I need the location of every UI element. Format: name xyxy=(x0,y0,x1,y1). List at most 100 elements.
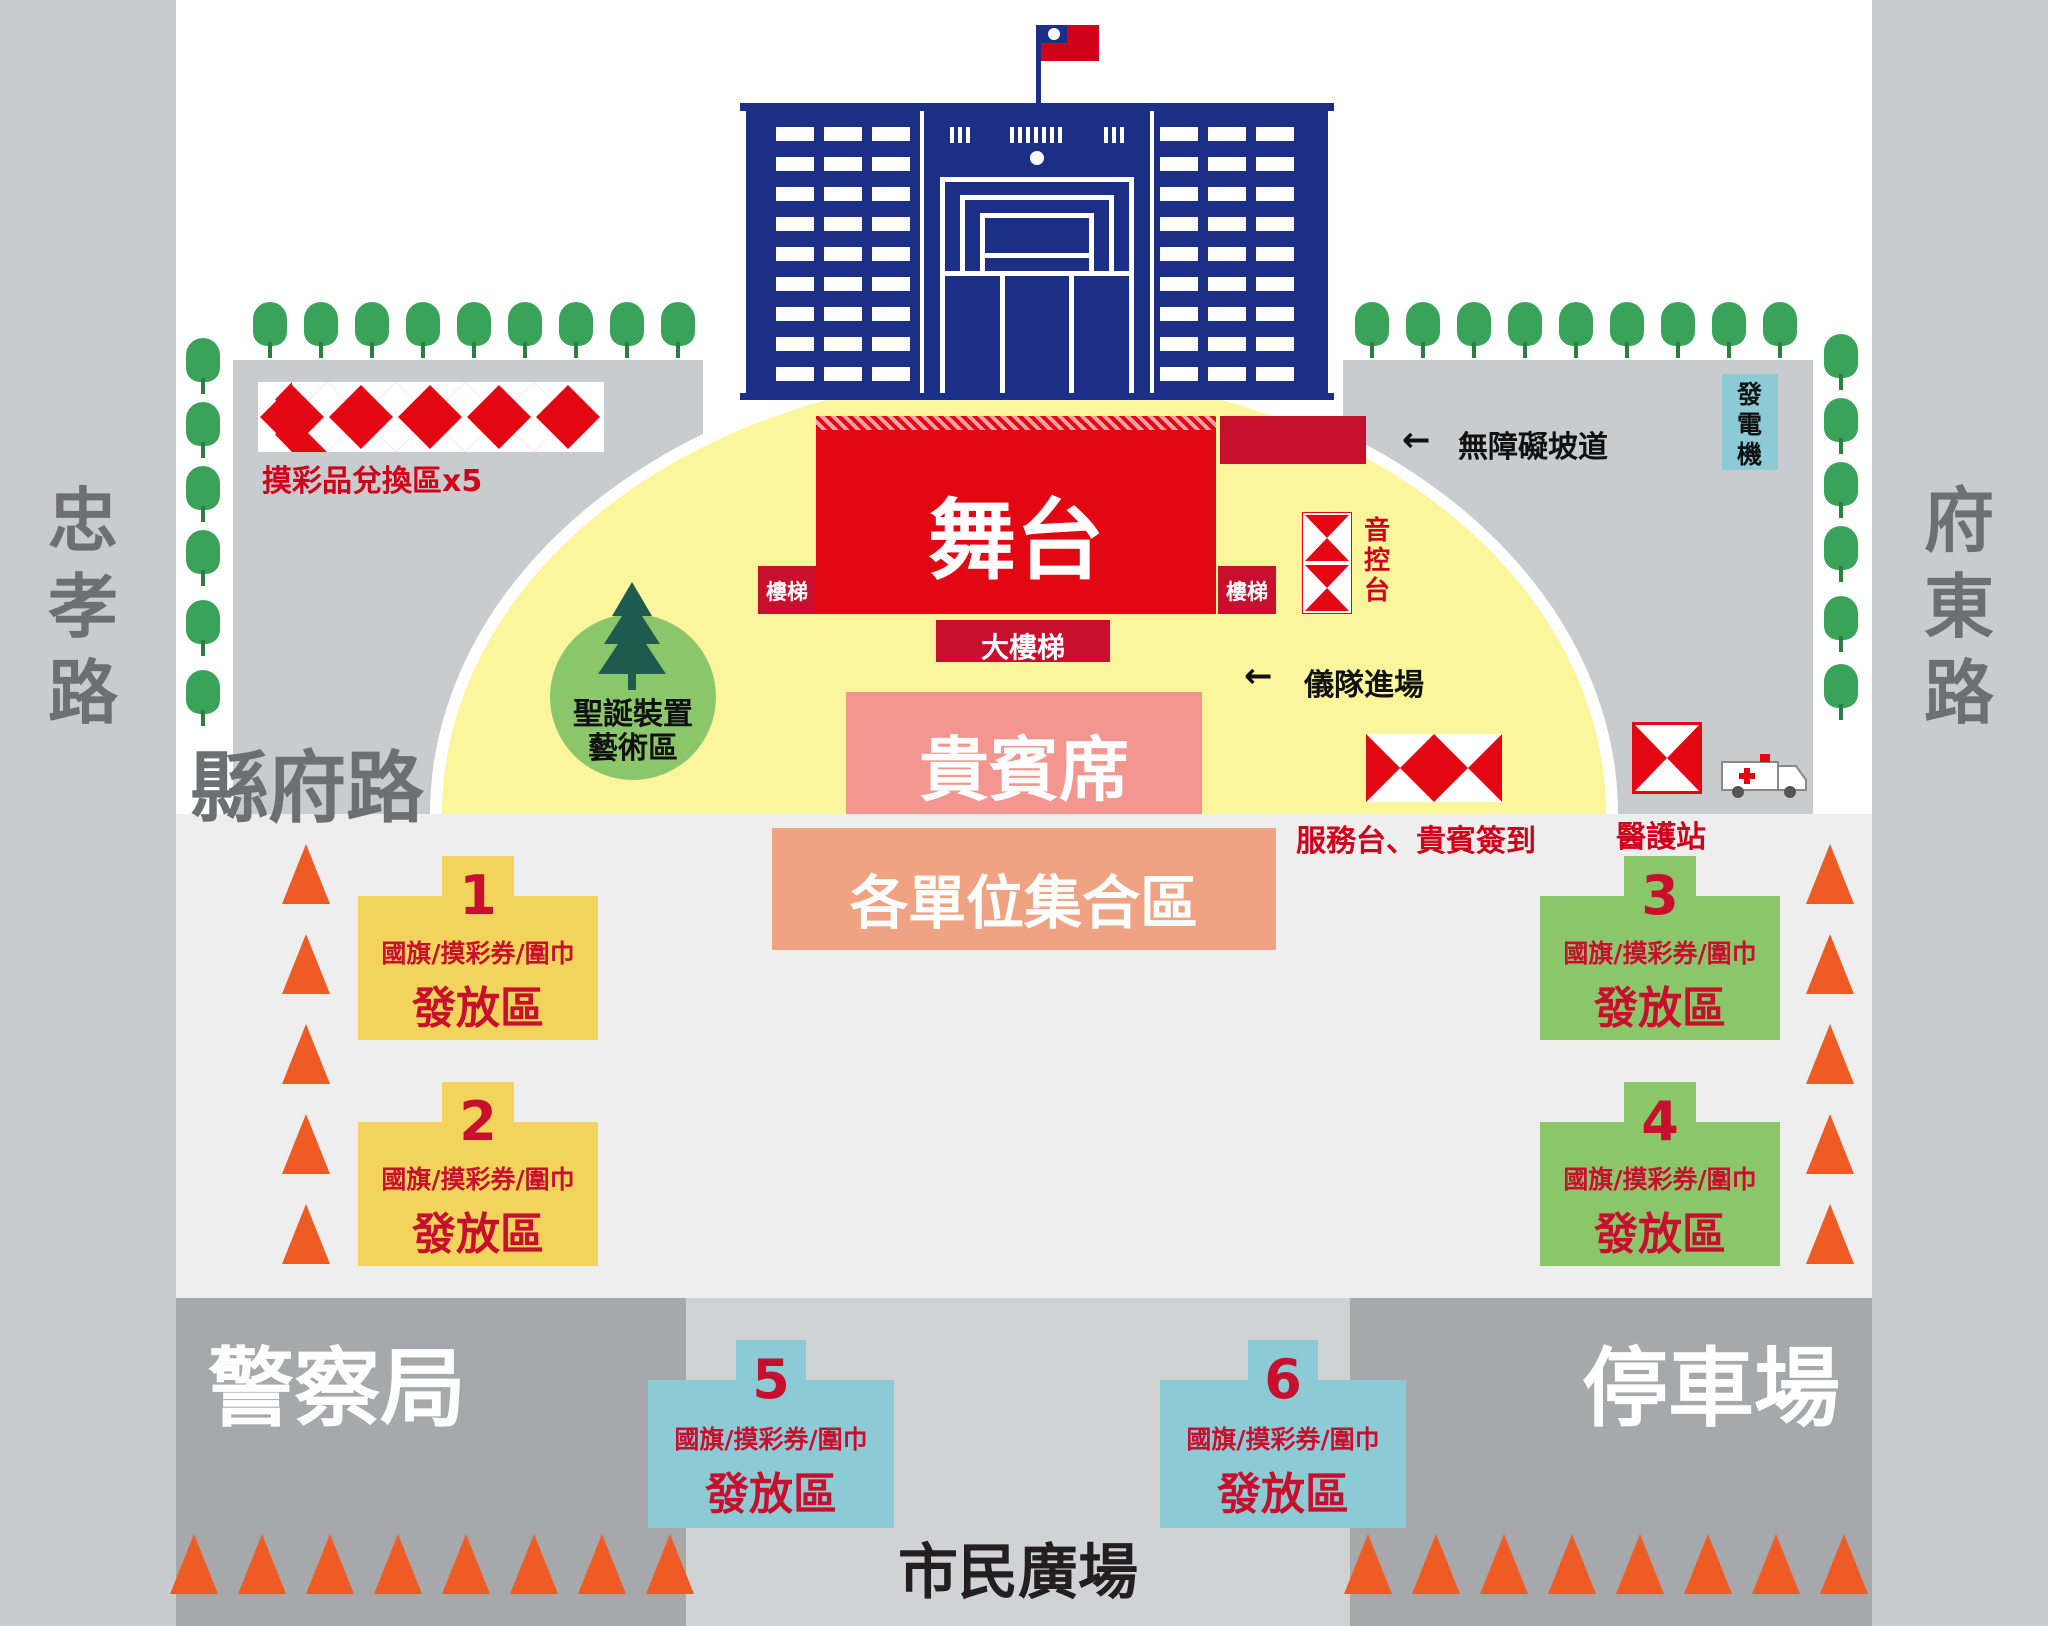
tree-icon xyxy=(186,338,220,394)
traffic-cone-icon xyxy=(1806,1114,1854,1174)
tree-icon xyxy=(1712,302,1746,358)
traffic-cone-icon xyxy=(170,1534,218,1594)
tree-icon xyxy=(1824,664,1858,720)
traffic-cone-icon xyxy=(1344,1534,1392,1594)
zone-number: 1 xyxy=(459,864,497,927)
zone-subtitle: 國旗/摸彩券/圍巾 xyxy=(381,1165,575,1194)
traffic-cone-icon xyxy=(1806,1024,1854,1084)
tree-icon xyxy=(1824,334,1858,390)
distribution-zone-4: 4 國旗/摸彩券/圍巾 發放區 xyxy=(1540,1082,1780,1266)
tree-icon xyxy=(186,670,220,726)
tree-icon xyxy=(1355,302,1389,358)
stage xyxy=(816,430,1216,614)
medical-booth xyxy=(1632,722,1702,794)
tree-icon xyxy=(186,466,220,522)
zone-subtitle: 國旗/摸彩券/圍巾 xyxy=(381,939,575,968)
procession-arrow-icon: ← xyxy=(1244,656,1273,696)
tree-icon xyxy=(661,302,695,358)
distribution-zone-3: 3 國旗/摸彩券/圍巾 發放區 xyxy=(1540,856,1780,1040)
traffic-cone-icon xyxy=(282,1024,330,1084)
tree-icon xyxy=(304,302,338,358)
tree-icon xyxy=(355,302,389,358)
tree-icon xyxy=(186,600,220,656)
tree-icon xyxy=(559,302,593,358)
road-label-left: 忠孝路 xyxy=(48,480,118,734)
assembly-label: 各單位集合區 xyxy=(849,869,1198,937)
distribution-zone-5: 5 國旗/摸彩券/圍巾 發放區 xyxy=(648,1340,894,1528)
traffic-cone-icon xyxy=(238,1534,286,1594)
police-label: 警察局 xyxy=(208,1339,466,1439)
generator xyxy=(1722,374,1778,470)
sound-control-booth xyxy=(1302,512,1352,614)
vip-label: 貴賓席 xyxy=(919,729,1129,811)
stage-title: 舞台 xyxy=(927,489,1104,592)
tree-icon xyxy=(1559,302,1593,358)
stage-truss xyxy=(816,416,1216,430)
sound-control-label: 音控台 xyxy=(1364,516,1391,606)
assembly-area xyxy=(772,828,1276,950)
tree-icon xyxy=(1406,302,1440,358)
tree-icon xyxy=(186,530,220,586)
traffic-cone-icon xyxy=(282,1204,330,1264)
zone-number: 3 xyxy=(1641,864,1679,927)
vip-seating xyxy=(846,692,1202,814)
county-road-label: 縣府路 xyxy=(190,744,425,834)
traffic-cone-icon xyxy=(1752,1534,1800,1594)
medical-label: 醫護站 xyxy=(1616,820,1706,855)
zone-subtitle: 國旗/摸彩券/圍巾 xyxy=(1186,1425,1380,1454)
traffic-cone-icon xyxy=(1548,1534,1596,1594)
right-road xyxy=(1872,0,2048,1626)
raffle-exchange-booths xyxy=(258,382,604,452)
road-label-right: 府東路 xyxy=(1924,480,1994,734)
tree-icon xyxy=(186,402,220,458)
traffic-cone-icon xyxy=(1820,1534,1868,1594)
traffic-cone-icon xyxy=(442,1534,490,1594)
tree-icon xyxy=(1824,596,1858,652)
traffic-cone-icon xyxy=(1806,844,1854,904)
zone-title: 發放區 xyxy=(1217,1469,1349,1520)
zone-title: 發放區 xyxy=(412,983,544,1034)
accessible-ramp xyxy=(1220,416,1366,464)
traffic-cone-icon xyxy=(374,1534,422,1594)
parking-label: 停車場 xyxy=(1582,1339,1840,1439)
raffle-exchange-label: 摸彩品兌換區x5 xyxy=(262,464,483,499)
traffic-cone-icon xyxy=(1616,1534,1664,1594)
government-building xyxy=(740,25,1334,400)
traffic-cone-icon xyxy=(646,1534,694,1594)
tree-icon xyxy=(1824,462,1858,518)
big-stairs-label: 大樓梯 xyxy=(980,631,1065,664)
christmas-label: 聖誕裝置藝術區 xyxy=(573,697,693,766)
ambulance-icon xyxy=(1721,754,1807,798)
traffic-cone-icon xyxy=(1684,1534,1732,1594)
pine-tree-icon xyxy=(598,582,666,690)
left-road xyxy=(0,0,176,1626)
tree-icon xyxy=(1508,302,1542,358)
zone-number: 6 xyxy=(1264,1348,1302,1411)
zone-subtitle: 國旗/摸彩券/圍巾 xyxy=(1563,939,1757,968)
generator-label: 發電機 xyxy=(1737,380,1763,469)
distribution-zone-6: 6 國旗/摸彩券/圍巾 發放區 xyxy=(1160,1340,1406,1528)
service-desk-label: 服務台、貴賓簽到 xyxy=(1296,824,1536,859)
tree-icon xyxy=(1824,526,1858,582)
zone-number: 4 xyxy=(1641,1090,1679,1153)
zone-number: 2 xyxy=(459,1090,497,1153)
tree-icon xyxy=(1763,302,1797,358)
zone-subtitle: 國旗/摸彩券/圍巾 xyxy=(674,1425,868,1454)
traffic-cone-icon xyxy=(510,1534,558,1594)
traffic-cone-icon xyxy=(1806,1204,1854,1264)
traffic-cone-icon xyxy=(1412,1534,1460,1594)
tree-icon xyxy=(457,302,491,358)
traffic-cone-icon xyxy=(578,1534,626,1594)
traffic-cone-icon xyxy=(1806,934,1854,994)
stairs-right-label: 樓梯 xyxy=(1226,580,1268,604)
stairs-left xyxy=(758,566,816,614)
zone-subtitle: 國旗/摸彩券/圍巾 xyxy=(1563,1165,1757,1194)
traffic-cone-icon xyxy=(1480,1534,1528,1594)
tree-icon xyxy=(1824,398,1858,454)
big-stairs xyxy=(936,620,1110,662)
traffic-cone-icon xyxy=(282,1114,330,1174)
traffic-cone-icon xyxy=(282,844,330,904)
distribution-zone-1: 1 國旗/摸彩券/圍巾 發放區 xyxy=(358,856,598,1040)
distribution-zone-2: 2 國旗/摸彩券/圍巾 發放區 xyxy=(358,1082,598,1266)
tree-icon xyxy=(610,302,644,358)
